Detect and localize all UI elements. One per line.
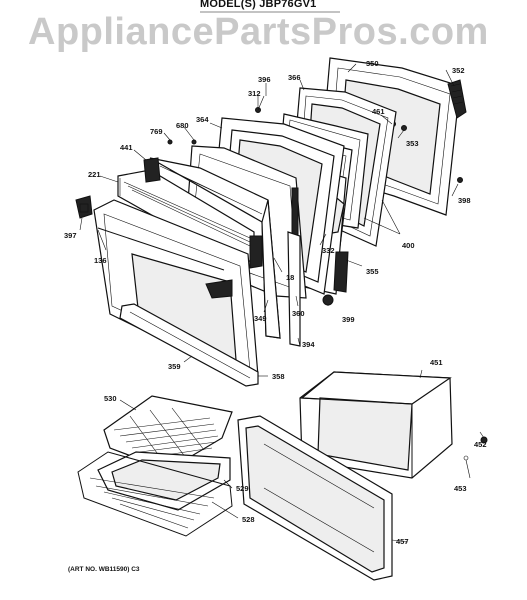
screw-680 <box>191 139 197 145</box>
label-457: 457 <box>396 537 409 546</box>
door-bottom-trim <box>119 303 259 387</box>
door-insulation <box>149 157 281 339</box>
label-332: 332 <box>322 246 335 255</box>
label-399: 399 <box>342 315 355 324</box>
door-knob-part <box>322 294 334 306</box>
label-350: 350 <box>366 59 379 68</box>
storage-drawer <box>299 371 488 479</box>
label-352: 352 <box>452 66 465 75</box>
label-441: 441 <box>120 143 133 152</box>
label-529: 529 <box>236 484 249 493</box>
label-312: 312 <box>248 89 261 98</box>
label-360: 360 <box>292 309 305 318</box>
label-451: 451 <box>430 358 443 367</box>
label-680: 680 <box>176 121 189 130</box>
label-366: 366 <box>288 73 301 82</box>
label-397: 397 <box>64 231 77 240</box>
screw-769 <box>167 139 173 145</box>
label-452: 452 <box>474 440 487 449</box>
label-364: 364 <box>196 115 209 124</box>
label-136: 136 <box>94 256 107 265</box>
part-labels: 350 352 366 396 312 364 680 769 441 461 … <box>64 59 487 546</box>
art-number: (ART NO. WB11590) C3 <box>68 566 140 573</box>
door-vent-trim <box>117 157 263 269</box>
label-461: 461 <box>372 107 385 116</box>
label-398: 398 <box>458 196 471 205</box>
label-400: 400 <box>402 241 415 250</box>
label-769: 769 <box>150 127 163 136</box>
label-359: 359 <box>168 362 181 371</box>
door-strip <box>287 231 301 347</box>
label-394: 394 <box>302 340 315 349</box>
label-349: 349 <box>254 314 267 323</box>
oven-rack <box>77 451 233 537</box>
label-530: 530 <box>104 394 117 403</box>
label-355: 355 <box>366 267 379 276</box>
label-358: 358 <box>272 372 285 381</box>
leader-lines <box>79 63 485 543</box>
model-title: MODEL(S) JBP76GV1 <box>200 0 317 10</box>
drawer-front <box>237 415 393 581</box>
label-396: 396 <box>258 75 271 84</box>
label-221: 221 <box>88 170 101 179</box>
outer-door <box>75 195 259 383</box>
label-18: 18 <box>286 273 294 282</box>
screw-398 <box>457 177 463 183</box>
label-353: 353 <box>406 139 419 148</box>
label-453: 453 <box>454 484 467 493</box>
door-gasket-part <box>447 79 467 119</box>
watermark: AppliancePartsPros.com <box>28 11 489 53</box>
label-528: 528 <box>242 515 255 524</box>
